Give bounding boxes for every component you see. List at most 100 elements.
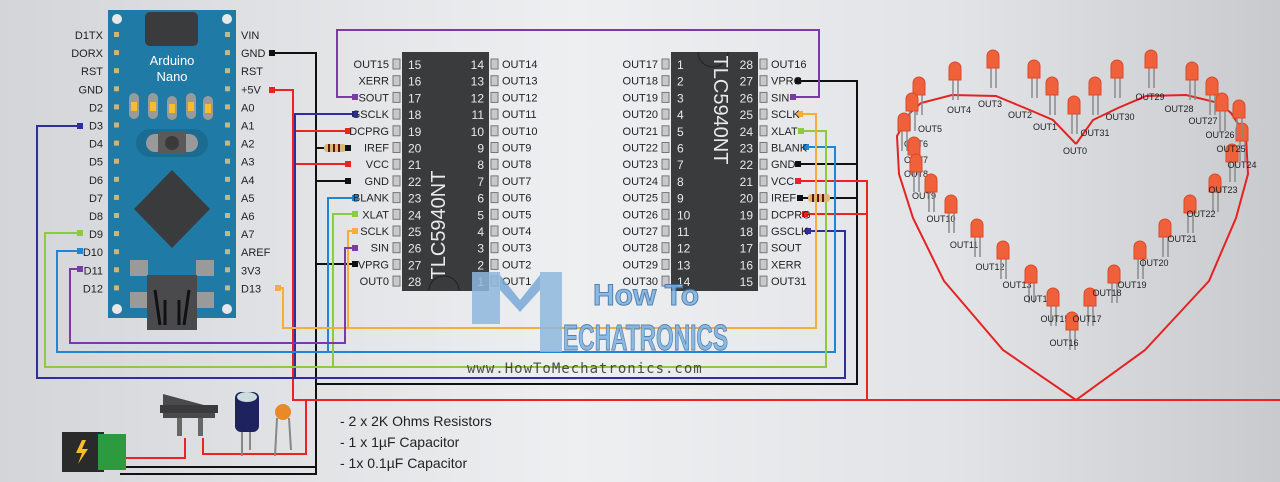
led-out10: OUT10 [924, 173, 956, 224]
chip-pin [759, 91, 768, 103]
power-wire [120, 400, 307, 459]
led-label: OUT28 [1164, 104, 1193, 114]
arduino-pin-d6: D6 [89, 175, 103, 187]
arduino-pin-gnd: GND [79, 84, 104, 96]
pin-number: 17 [408, 91, 422, 105]
pin-number: 25 [740, 108, 754, 122]
chip-pin-label-xerr: XERR [358, 76, 389, 88]
chip-pin [661, 75, 670, 87]
chip-pin [392, 75, 401, 87]
chip-pin-label-out13: OUT13 [502, 76, 537, 88]
chip-pin-label-out14: OUT14 [502, 59, 537, 71]
chip-pin [392, 242, 401, 254]
blank2-wire [328, 146, 836, 353]
mount-hole [222, 14, 232, 24]
pin-number: 7 [677, 158, 684, 172]
xlat-wire [44, 213, 355, 368]
components-notes: - 2 x 2K Ohms Resistors - 1 x 1µF Capaci… [340, 411, 492, 474]
chip-pin [759, 225, 768, 237]
wire-terminal [795, 161, 801, 167]
led-out2: OUT2 [1008, 59, 1041, 120]
chip-pin-label-out15: OUT15 [354, 59, 389, 71]
chip-pin-label-out24: OUT24 [623, 176, 658, 188]
led-label: OUT2 [1008, 110, 1032, 120]
arduino-pin-d13: D13 [241, 283, 261, 295]
chip-pin [392, 158, 401, 170]
pin-pad [114, 231, 119, 237]
led-out5: OUT5 [912, 76, 942, 134]
arduino-pin-d5: D5 [89, 157, 103, 169]
arduino-pin-a6: A6 [241, 211, 254, 223]
wire-terminal [797, 195, 803, 201]
wire-terminal [352, 245, 358, 251]
chip-pin [661, 158, 670, 170]
pin-number: 23 [408, 192, 422, 206]
arduino-pin-d9: D9 [89, 229, 103, 241]
chip-pin [661, 242, 670, 254]
chip-pin-label-sin: SIN [771, 92, 789, 104]
wire-terminal [352, 111, 358, 117]
chip-pin-label-vprg: VPRG [358, 259, 389, 271]
led-label: OUT13 [1002, 280, 1031, 290]
led-out0: OUT0 [1063, 95, 1087, 156]
pin-number: 2 [477, 258, 484, 272]
pin-number: 2 [677, 75, 684, 89]
pin-number: 13 [471, 75, 485, 89]
pin-pad [114, 86, 119, 92]
pin-number: 5 [677, 125, 684, 139]
led-out28: OUT28 [1164, 61, 1199, 114]
chip-pin-label-blank: BLANK [771, 143, 808, 155]
led-label: OUT9 [912, 191, 936, 201]
pin-number: 7 [477, 175, 484, 189]
arduino-pin-a5: A5 [241, 193, 254, 205]
chip-pin [392, 58, 401, 70]
pin-pad [114, 249, 119, 255]
status-leds [129, 93, 213, 120]
pin-pad [114, 158, 119, 164]
arduino-pin-a0: A0 [241, 102, 254, 114]
arduino-pin-d3: D3 [89, 121, 103, 133]
pin-pad [114, 267, 119, 273]
chip-pin [490, 91, 499, 103]
pin-number: 12 [471, 91, 485, 105]
mount-hole [112, 14, 122, 24]
chip-pin [490, 158, 499, 170]
arduino-pin-a7: A7 [241, 229, 254, 241]
chip-pin [661, 192, 670, 204]
chip-pin-label-out12: OUT12 [502, 92, 537, 104]
lightning-icon [76, 440, 88, 464]
chip-pin-label-iref: IREF [771, 193, 796, 205]
watermark-line1: How To [593, 279, 699, 312]
power-switch[interactable] [160, 394, 218, 436]
reset-button[interactable] [136, 129, 208, 157]
chip-pin-label-xlat: XLAT [362, 209, 389, 221]
led-label: OUT17 [1072, 314, 1101, 324]
chip-pin-label-out23: OUT23 [623, 159, 658, 171]
arduino-pin-a4: A4 [241, 175, 254, 187]
led-out12: OUT12 [970, 218, 1005, 272]
pin-number: 11 [677, 225, 690, 239]
pin-number: 4 [477, 225, 484, 239]
chip-pin [392, 258, 401, 270]
chip-pin [392, 208, 401, 220]
watermark-line2: ECHATRONICS [563, 317, 728, 358]
chip-pin [661, 208, 670, 220]
chip-pin [392, 125, 401, 137]
chip-pin [490, 192, 499, 204]
arduino-pin-a3: A3 [241, 157, 254, 169]
chip-pin [661, 175, 670, 187]
note-capacitor-01uf: - 1x 0.1µF Capacitor [340, 455, 468, 471]
led-out17: OUT17 [1072, 287, 1102, 326]
chip-pin-label-out6: OUT6 [502, 193, 531, 205]
led-out14: OUT14 [1023, 264, 1053, 304]
pin-pad [225, 104, 230, 110]
mcu-chip [134, 170, 210, 248]
wire-terminal [275, 285, 281, 291]
pin-pad [225, 249, 230, 255]
pin-pad [114, 140, 119, 146]
chip-pin-label-sin: SIN [371, 243, 389, 255]
led-out23: OUT23 [1208, 143, 1239, 195]
chip-pin [759, 242, 768, 254]
chip-pin-label-out1: OUT1 [502, 276, 531, 288]
led-array: OUT0OUT1OUT2OUT3OUT4OUT5OUT6OUT7OUT8OUT9… [897, 49, 1257, 350]
